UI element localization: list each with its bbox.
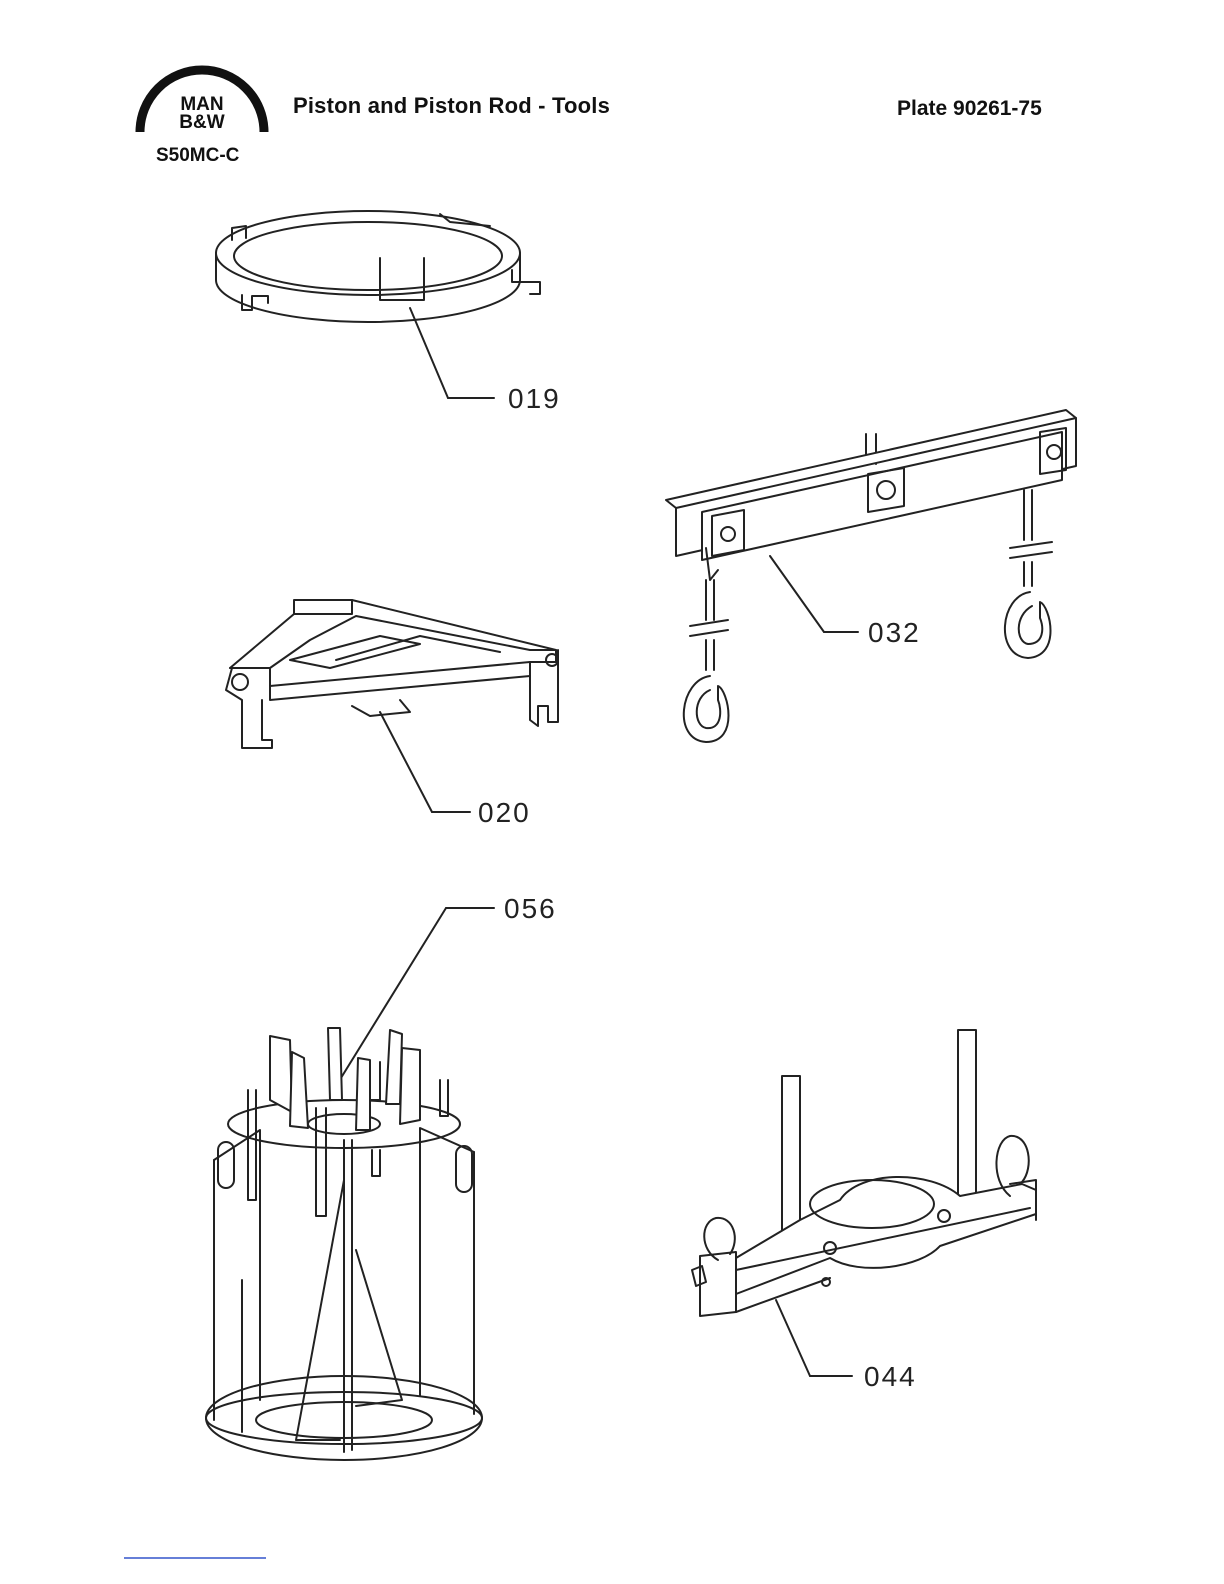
label-056: 056 (504, 893, 557, 924)
label-032: 032 (868, 617, 921, 648)
label-020: 020 (478, 797, 531, 828)
part-056-cylindrical-stand (206, 908, 494, 1460)
part-020-triangular-frame (226, 600, 558, 812)
label-019: 019 (508, 383, 561, 414)
part-032-lifting-beam (666, 410, 1076, 742)
part-019-ring (216, 211, 540, 398)
label-044: 044 (864, 1361, 917, 1392)
part-044-lifting-yoke (692, 1030, 1036, 1376)
